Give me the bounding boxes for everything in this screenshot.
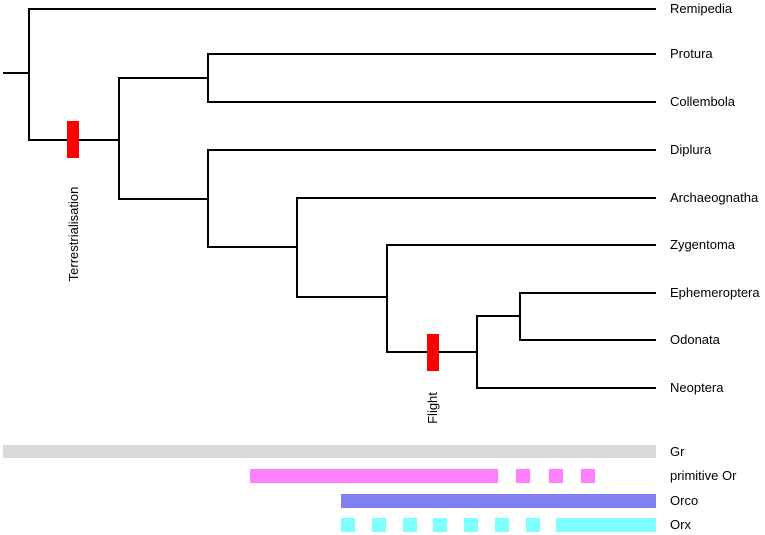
- orx-bar: [372, 518, 386, 532]
- gr-bar: [3, 445, 656, 458]
- taxon-label-diplura: Diplura: [670, 142, 712, 157]
- gene-family-labels: Gr primitive Or Orco Orx: [670, 444, 737, 532]
- orx-bar: [433, 518, 447, 532]
- orx-bar: [556, 518, 656, 532]
- flight-label: Flight: [425, 392, 440, 424]
- taxon-label-remipedia: Remipedia: [670, 1, 733, 16]
- gene-label-gr: Gr: [670, 444, 685, 459]
- orx-bar: [341, 518, 355, 532]
- taxon-label-neoptera: Neoptera: [670, 380, 724, 395]
- gene-label-primitive-or: primitive Or: [670, 468, 737, 483]
- primitive-or-bar: [549, 469, 563, 483]
- event-markers: Terrestrialisation Flight: [66, 121, 440, 424]
- orco-bar: [341, 494, 656, 508]
- taxon-label-collembola: Collembola: [670, 94, 736, 109]
- gene-label-orx: Orx: [670, 517, 691, 532]
- primitive-or-bar: [516, 469, 530, 483]
- taxon-label-odonata: Odonata: [670, 332, 721, 347]
- flight-marker: [427, 334, 439, 371]
- primitive-or-bar: [250, 469, 498, 483]
- orx-bar: [403, 518, 417, 532]
- phylogenetic-tree: [3, 8, 656, 389]
- taxon-label-zygentoma: Zygentoma: [670, 237, 736, 252]
- primitive-or-bar: [581, 469, 595, 483]
- orx-bar: [495, 518, 509, 532]
- orx-bar: [464, 518, 478, 532]
- terrestrialisation-marker: [67, 121, 79, 158]
- taxon-label-ephemeroptera: Ephemeroptera: [670, 285, 760, 300]
- taxon-labels: Remipedia Protura Collembola Diplura Arc…: [670, 1, 760, 395]
- gene-family-bars: [3, 445, 656, 532]
- taxon-label-archaeognatha: Archaeognatha: [670, 190, 759, 205]
- terrestrialisation-label: Terrestrialisation: [66, 187, 81, 282]
- orx-bars: [341, 518, 656, 532]
- gene-label-orco: Orco: [670, 493, 698, 508]
- taxon-label-protura: Protura: [670, 46, 713, 61]
- primitive-or-bars: [250, 469, 595, 483]
- orx-bar: [526, 518, 540, 532]
